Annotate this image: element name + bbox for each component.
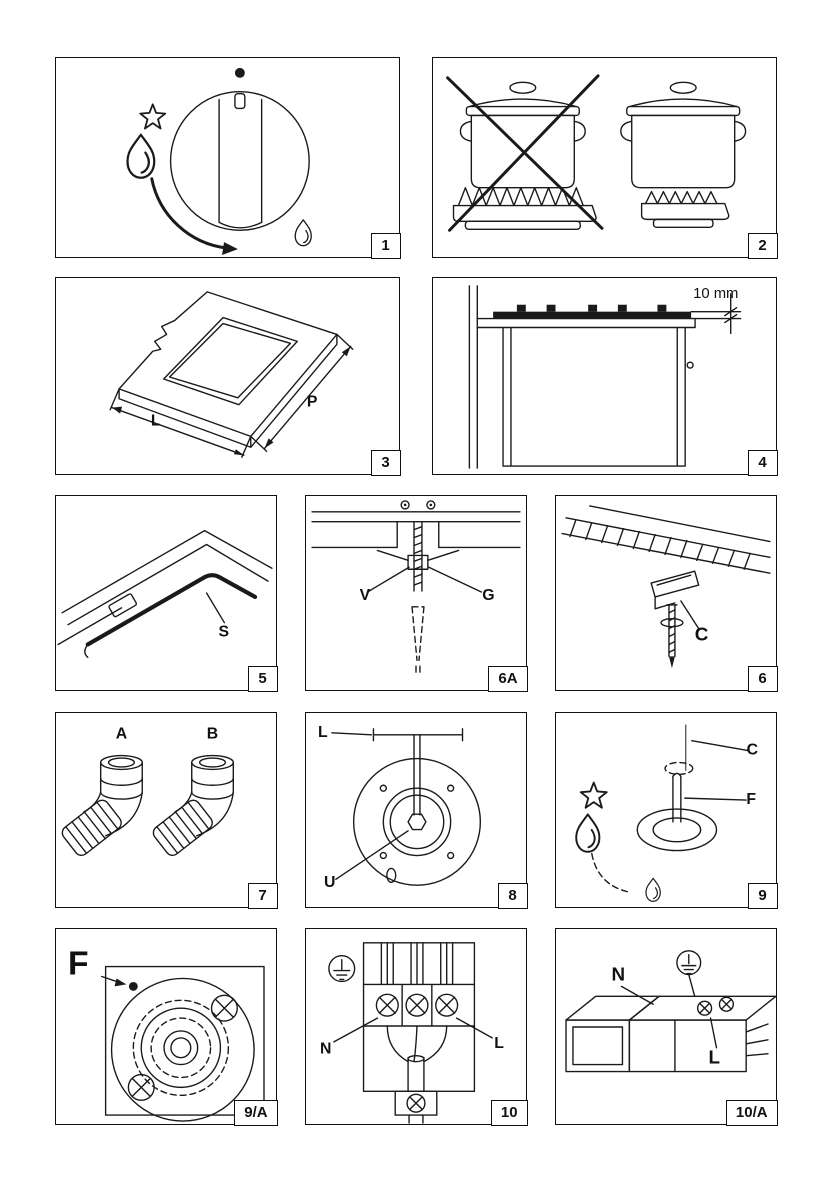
screw-cross-icon — [127, 1073, 155, 1101]
figure-number-10: 10 — [490, 1099, 528, 1126]
figure-panel-10a: N L 10/A — [555, 928, 778, 1126]
hob-clearance-section-illustration: 10 mm — [468, 285, 742, 469]
figure-number-2: 2 — [747, 232, 778, 259]
screw-cross-icon — [210, 994, 238, 1022]
clamp-perspective-illustration: C — [561, 505, 771, 669]
clamp-bracket — [650, 570, 700, 598]
cutout-dimensions-illustration: L P — [109, 291, 354, 458]
earth-ground-icon — [328, 955, 356, 983]
clearance-dimension-label: 10 mm — [693, 286, 738, 302]
figure-panel-4: 10 mm 4 — [432, 277, 778, 476]
cable-clamp — [394, 1090, 438, 1116]
fixing-clip — [108, 593, 138, 618]
terminal-screw-icon — [435, 993, 459, 1017]
injector-label: U — [324, 874, 335, 891]
cutout-depth-label: P — [307, 394, 318, 411]
bracket-label: G — [482, 587, 494, 604]
small-flame-icon — [294, 219, 312, 247]
figure-number-5: 5 — [247, 665, 278, 692]
figure-panel-9: C F 9 — [555, 712, 778, 909]
cross-out-icon — [448, 74, 600, 232]
fitting-b-label: B — [207, 726, 218, 743]
cutout-width-label: L — [151, 412, 161, 429]
clamp-label: C — [695, 624, 709, 645]
ignition-spark-icon — [579, 781, 608, 809]
knob-position-dot-icon — [234, 67, 245, 78]
figure-number-10a: 10/A — [725, 1099, 778, 1126]
live-label: L — [494, 1035, 504, 1052]
large-flame-icon — [126, 133, 156, 179]
burner-label: F — [746, 791, 756, 808]
pointer-arrowhead-icon — [114, 978, 127, 987]
screw-label: V — [360, 587, 371, 604]
terminal-screw-icon — [696, 1000, 713, 1016]
pot-on-burner-illustration — [446, 74, 747, 232]
figure-panel-6: C 6 — [555, 495, 778, 692]
terminal-screw-icon — [718, 996, 735, 1012]
gas-control-knob-illustration — [126, 67, 312, 256]
figure-number-9: 9 — [747, 882, 778, 909]
figure-panel-1: 1 — [55, 57, 401, 259]
arc-arrowhead-icon — [222, 242, 238, 256]
figure-number-1: 1 — [370, 232, 401, 259]
reference-hole-dot — [128, 981, 138, 991]
figure-number-6a: 6A — [488, 665, 528, 692]
figure-number-9a: 9/A — [234, 1099, 278, 1126]
mains-connector-illustration: N L — [565, 950, 776, 1073]
small-flame-icon — [645, 877, 661, 902]
figure-panel-10: N L 10 — [305, 928, 528, 1126]
figure-number-6: 6 — [747, 665, 778, 692]
match-label: C — [747, 742, 758, 759]
tool-label: L — [318, 724, 328, 741]
figure-panel-5: S 5 — [55, 495, 278, 692]
live-label: L — [709, 1047, 720, 1068]
hole-label: F — [68, 946, 89, 983]
seal-gasket-line — [85, 573, 258, 647]
clamp-section-illustration: V G — [311, 500, 521, 673]
manual-ignition-illustration: C F — [575, 724, 758, 902]
gas-elbow-fittings-illustration: A B — [61, 726, 234, 857]
seal-gasket-illustration: S — [57, 529, 273, 659]
figure-panel-2: 2 — [432, 57, 778, 259]
burner-base-illustration: L U — [318, 724, 482, 891]
neutral-label: N — [320, 1041, 331, 1058]
figure-panel-8: L U 8 — [305, 712, 528, 909]
gas-flame-zigzag-icon — [644, 190, 718, 205]
burner-detail-illustration: F — [68, 946, 265, 1122]
ignition-spark-icon — [139, 103, 167, 130]
terminal-block-wiring-illustration: N L — [320, 942, 504, 1124]
figure-panel-6a: V G 6A — [305, 495, 528, 692]
fitting-a-label: A — [116, 726, 128, 743]
figure-panel-3: L P 3 — [55, 277, 401, 476]
figure-panel-9a: F 9/A — [55, 928, 278, 1126]
figure-number-7: 7 — [247, 882, 278, 909]
neutral-label: N — [612, 963, 626, 984]
figure-panel-7: A B 7 — [55, 712, 278, 909]
figure-number-8: 8 — [497, 882, 528, 909]
injector-nut — [407, 813, 427, 831]
terminal-screw-icon — [375, 993, 399, 1017]
figure-number-3: 3 — [370, 449, 401, 476]
seal-label: S — [218, 624, 229, 641]
clamp-bracket — [407, 554, 429, 570]
clamp-screw-icon — [406, 1093, 426, 1113]
large-flame-icon — [575, 813, 601, 853]
terminal-screw-icon — [405, 993, 429, 1017]
figure-number-4: 4 — [747, 449, 778, 476]
